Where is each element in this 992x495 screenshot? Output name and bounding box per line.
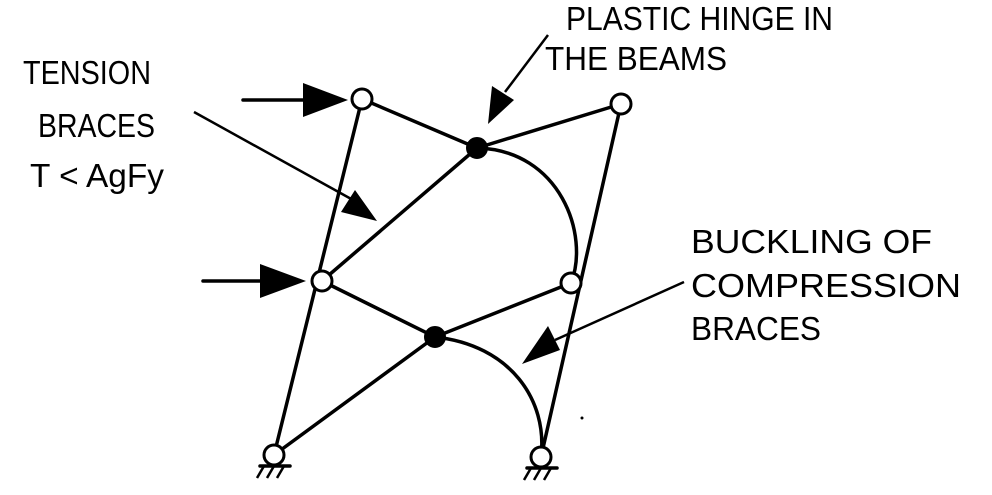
middle-beam — [320, 279, 573, 339]
pin-top-right — [609, 92, 633, 116]
tension-label-line2: BRACES — [38, 107, 155, 144]
plastic-hinge-pointer — [488, 34, 549, 124]
lateral-load-arrow-middle — [201, 264, 306, 298]
support-left — [255, 443, 292, 479]
pin-middle-left — [310, 269, 334, 293]
stray-mark — [580, 416, 584, 420]
plastic-hinge-middle-beam — [424, 326, 446, 348]
lower-compression-brace-buckled — [434, 335, 544, 458]
tension-label-line1: TENSION — [23, 54, 151, 91]
tension-brace-pointer — [193, 110, 377, 221]
plastic-hinge-top-beam — [466, 137, 488, 159]
lower-tension-brace — [272, 335, 437, 457]
plastic-hinge-label-line2: THE BEAMS — [545, 40, 727, 77]
pin-top-left — [350, 87, 374, 111]
tension-label-line3: T < AgFy — [30, 157, 165, 194]
buckling-label-line2: COMPRESSION — [691, 267, 961, 304]
buckling-label-line1: BUCKLING OF — [691, 223, 932, 260]
lateral-load-arrow-top — [241, 83, 348, 117]
upper-tension-brace — [320, 146, 479, 283]
plastic-hinge-label-line1: PLASTIC HINGE IN — [566, 0, 833, 37]
upper-compression-brace-buckled — [476, 146, 579, 284]
support-right — [522, 445, 559, 481]
buckling-label-line3: BRACES — [691, 310, 821, 347]
buckling-pointer — [522, 280, 685, 364]
pin-middle-right — [559, 271, 583, 295]
